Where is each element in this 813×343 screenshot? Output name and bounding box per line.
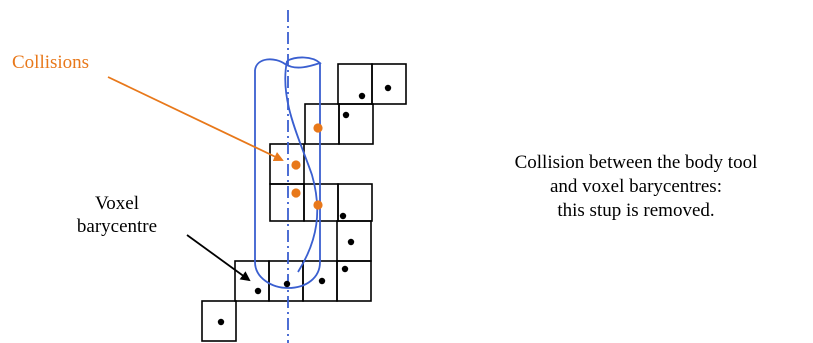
barycentre-dot	[217, 318, 225, 326]
tool-outline	[254, 63, 321, 289]
voxel-label-line2: barycentre	[77, 216, 157, 237]
barycentre-dot	[318, 277, 326, 285]
collision-dot	[291, 160, 301, 170]
barycentre-dot	[341, 265, 349, 273]
voxel-cell	[371, 63, 407, 105]
voxel-cell	[304, 103, 340, 145]
collision-dots	[291, 123, 323, 210]
caption-line2: and voxel barycentres:	[550, 176, 722, 197]
voxel-label-line1: Voxel	[95, 193, 139, 214]
collisions-arrow	[107, 76, 284, 162]
voxel-barycentre-arrow	[186, 234, 251, 282]
collision-dot	[313, 123, 323, 133]
barycentre-dot	[347, 238, 355, 246]
voxel-cell	[201, 300, 237, 342]
barycentre-dot	[339, 212, 347, 220]
voxel-cell	[336, 260, 372, 302]
barycentre-dot	[384, 84, 392, 92]
voxel-cell	[337, 63, 373, 105]
barycentre-dot	[342, 111, 350, 119]
voxel-grid	[201, 63, 407, 342]
tool-helical-edge	[284, 60, 319, 273]
caption-line1: Collision between the body tool	[515, 152, 758, 173]
collision-dot	[313, 200, 323, 210]
barycentre-dot	[254, 287, 262, 295]
barycentre-dots	[217, 84, 392, 326]
collisions-label: Collisions	[12, 52, 89, 73]
voxel-cell	[338, 103, 374, 145]
collision-dot	[291, 188, 301, 198]
caption-line3: this stup is removed.	[557, 200, 714, 221]
voxel-cell	[234, 260, 270, 302]
tool-top-ellipse	[254, 56, 322, 71]
tool-body	[254, 56, 322, 289]
barycentre-dot	[358, 92, 366, 100]
barycentre-dot	[283, 280, 291, 288]
